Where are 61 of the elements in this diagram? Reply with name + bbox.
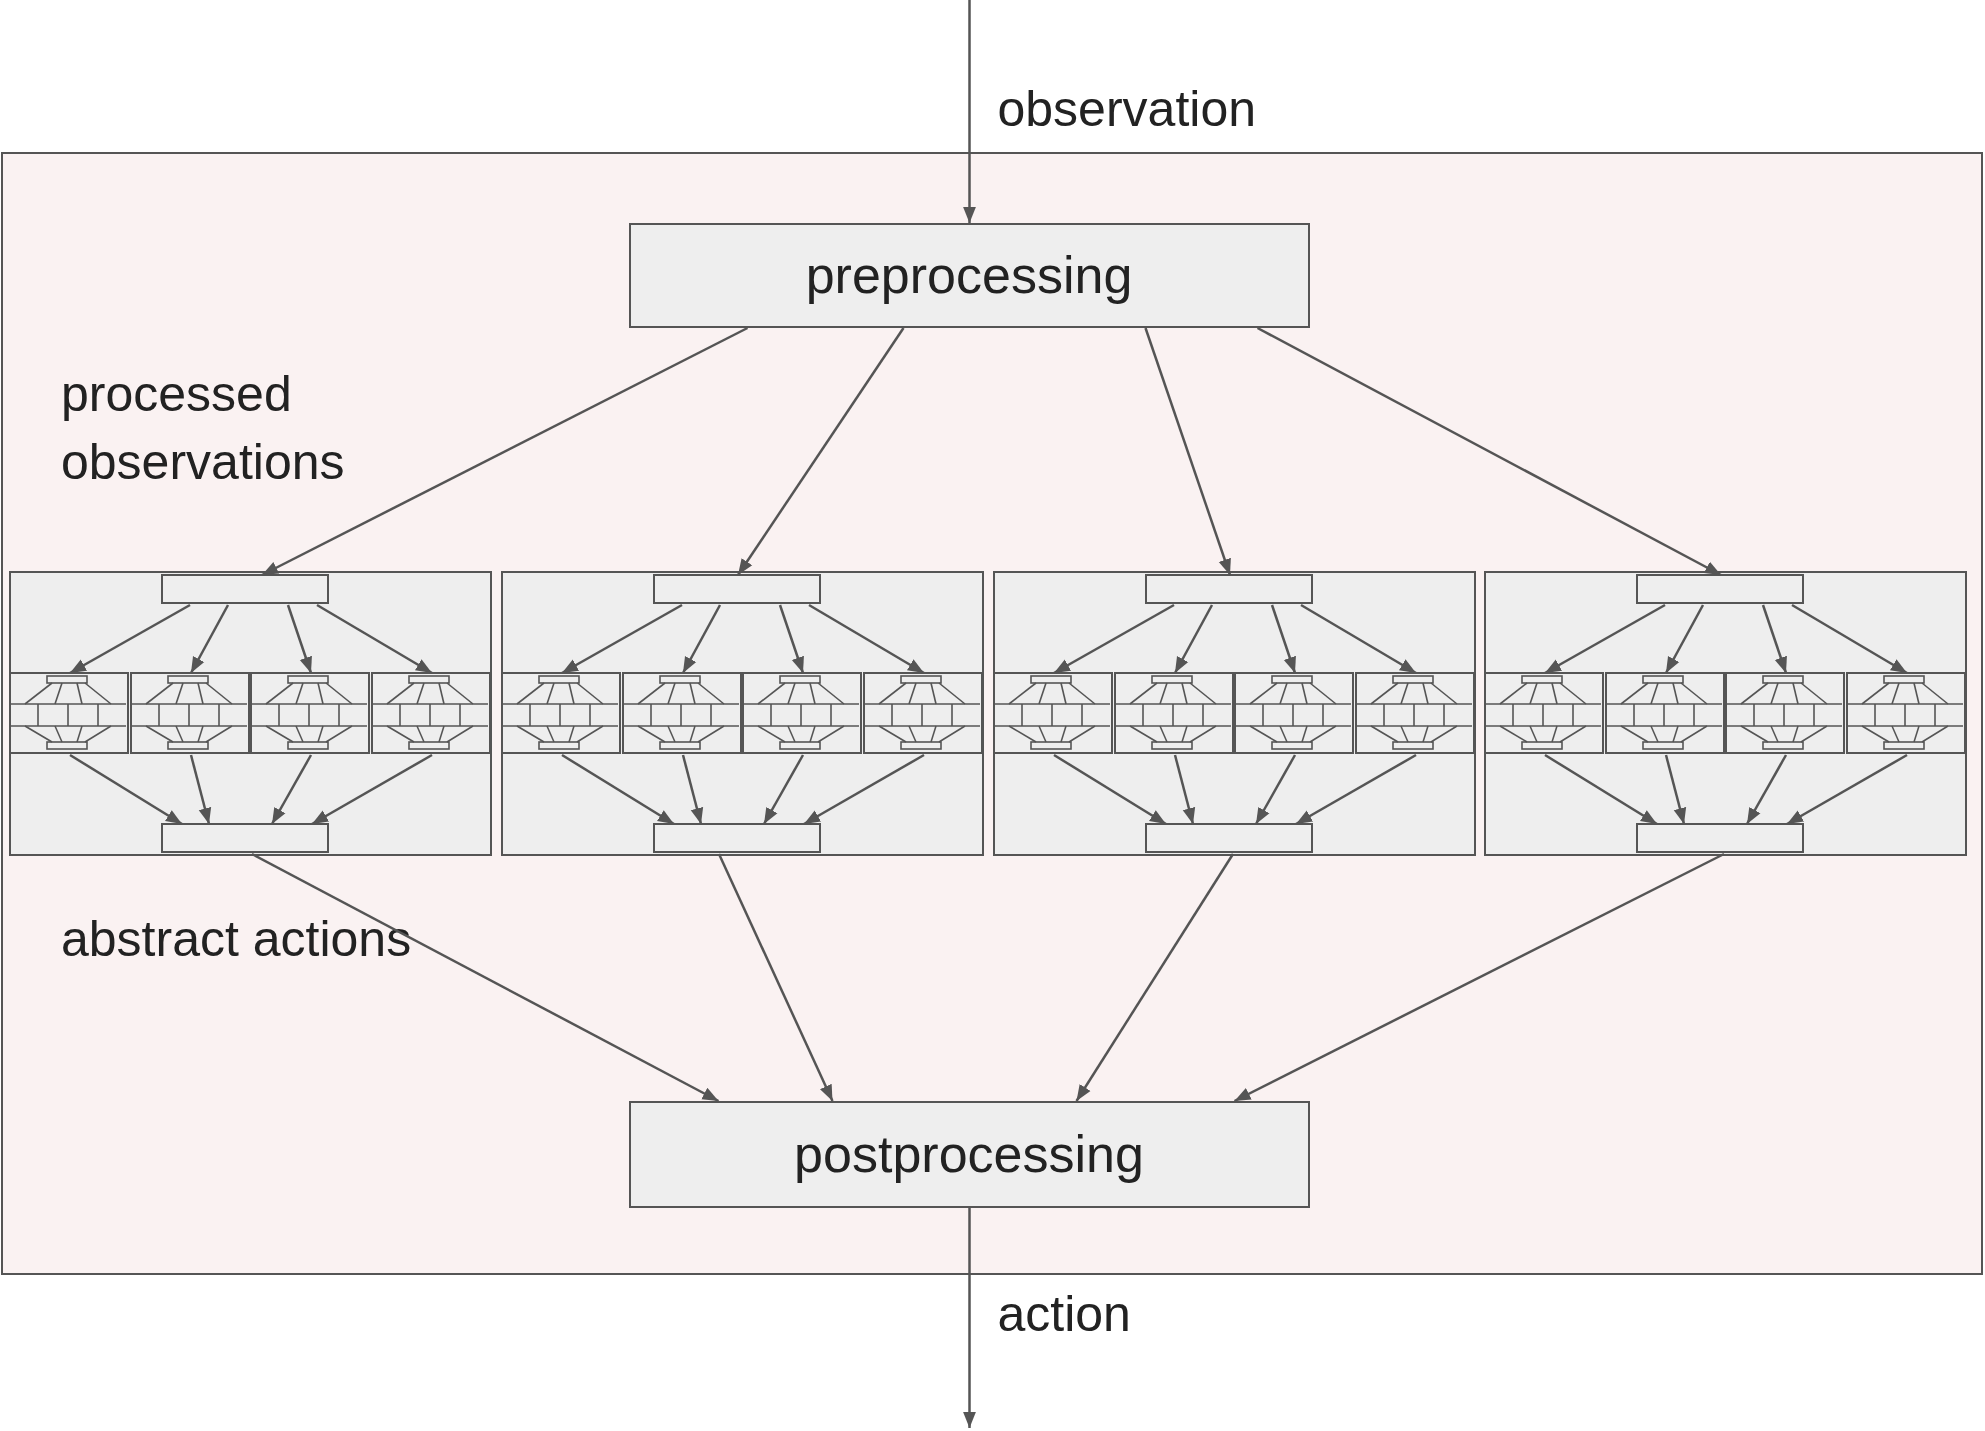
arrow — [1173, 604, 1214, 674]
arrow — [1254, 754, 1297, 825]
process-box — [628, 1100, 1310, 1208]
arrow — [1544, 603, 1666, 675]
module-box — [1483, 570, 1967, 856]
connector-bar — [1636, 823, 1804, 853]
arrow — [311, 753, 433, 826]
arrow — [1270, 604, 1297, 674]
system-frame — [1, 152, 1983, 1275]
connector-bar — [653, 823, 821, 853]
arrow — [778, 604, 805, 674]
arrow — [681, 604, 722, 674]
arrow — [251, 852, 720, 1103]
arrow — [1144, 327, 1232, 576]
arrow — [69, 753, 183, 826]
connector-bar — [161, 574, 329, 604]
process-box — [628, 222, 1310, 328]
annotation-text: abstract actions — [61, 910, 413, 969]
arrow — [561, 753, 675, 826]
process-label: preprocessing — [804, 245, 1134, 305]
arrow — [1053, 603, 1175, 675]
arrow — [1761, 604, 1788, 674]
connector-bar — [653, 574, 821, 604]
process-label: postprocessing — [793, 1124, 1145, 1184]
arrow — [1075, 853, 1235, 1102]
arrow — [762, 754, 805, 825]
arrow — [717, 853, 834, 1102]
arrow — [1791, 603, 1908, 675]
connector-bar — [1145, 574, 1313, 604]
arrow — [189, 754, 212, 825]
arrow — [963, 1208, 976, 1428]
arrow — [316, 603, 433, 675]
module-box — [992, 570, 1476, 856]
arrow — [736, 327, 905, 576]
arrow — [261, 326, 749, 577]
connector-bar — [1636, 574, 1804, 604]
arrow — [69, 603, 191, 675]
arrow — [1053, 753, 1167, 826]
connector-bar — [161, 823, 329, 853]
arrow — [270, 754, 313, 825]
arrow — [1256, 326, 1722, 577]
connector-bar — [1145, 823, 1313, 853]
arrow — [963, 0, 976, 223]
arrow — [681, 754, 704, 825]
arrow — [189, 604, 230, 674]
arrow — [1745, 754, 1788, 825]
arrow — [808, 603, 925, 675]
arrow — [1233, 852, 1725, 1103]
arrow — [1544, 753, 1658, 826]
arrow — [1173, 754, 1196, 825]
arrow — [1295, 753, 1417, 826]
module-box — [500, 570, 984, 856]
arrow — [561, 603, 683, 675]
arrow — [1664, 604, 1705, 674]
module-box — [8, 570, 492, 856]
arrow — [286, 604, 313, 674]
arrow — [1300, 603, 1417, 675]
arrow — [803, 753, 925, 826]
arrow — [1664, 754, 1687, 825]
annotation-text: processed observations — [61, 365, 346, 492]
arrow — [1786, 753, 1908, 826]
